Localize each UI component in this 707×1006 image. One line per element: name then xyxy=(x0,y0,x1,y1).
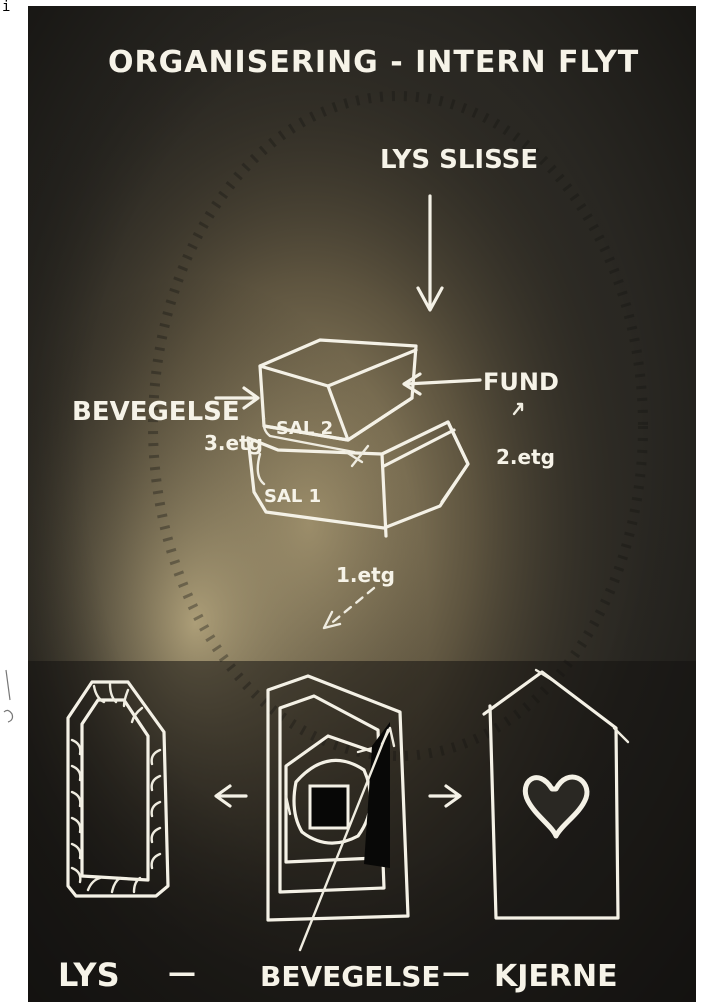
dash-1: — xyxy=(168,956,196,989)
label-2-etg: 2.etg xyxy=(496,445,555,469)
label-bottom-bevegelse: BEVEGELSE xyxy=(260,960,441,993)
margin-scribble xyxy=(0,660,28,750)
label-bottom-lys: LYS xyxy=(58,956,120,994)
corner-mark: i xyxy=(2,0,10,14)
label-bottom-kjerne: KJERNE xyxy=(494,959,618,994)
kjerne-square xyxy=(310,786,348,828)
label-fund: FUND xyxy=(483,368,559,396)
sketch-canvas: ORGANISERING - INTERN FLYT LYS SLISSE SA… xyxy=(28,6,696,1002)
label-bevegelse: BEVEGELSE xyxy=(72,397,240,427)
label-sal-1: SAL 1 xyxy=(264,486,321,507)
label-lys-slisse: LYS SLISSE xyxy=(380,145,538,175)
label-1-etg: 1.etg xyxy=(336,563,395,587)
label-3-etg: 3.etg xyxy=(204,431,263,455)
label-sal-2: SAL 2 xyxy=(276,418,333,439)
dash-2: — xyxy=(442,956,470,989)
sketch-title: ORGANISERING - INTERN FLYT xyxy=(108,45,639,80)
chalkboard-sketch: ORGANISERING - INTERN FLYT LYS SLISSE SA… xyxy=(28,6,696,1002)
